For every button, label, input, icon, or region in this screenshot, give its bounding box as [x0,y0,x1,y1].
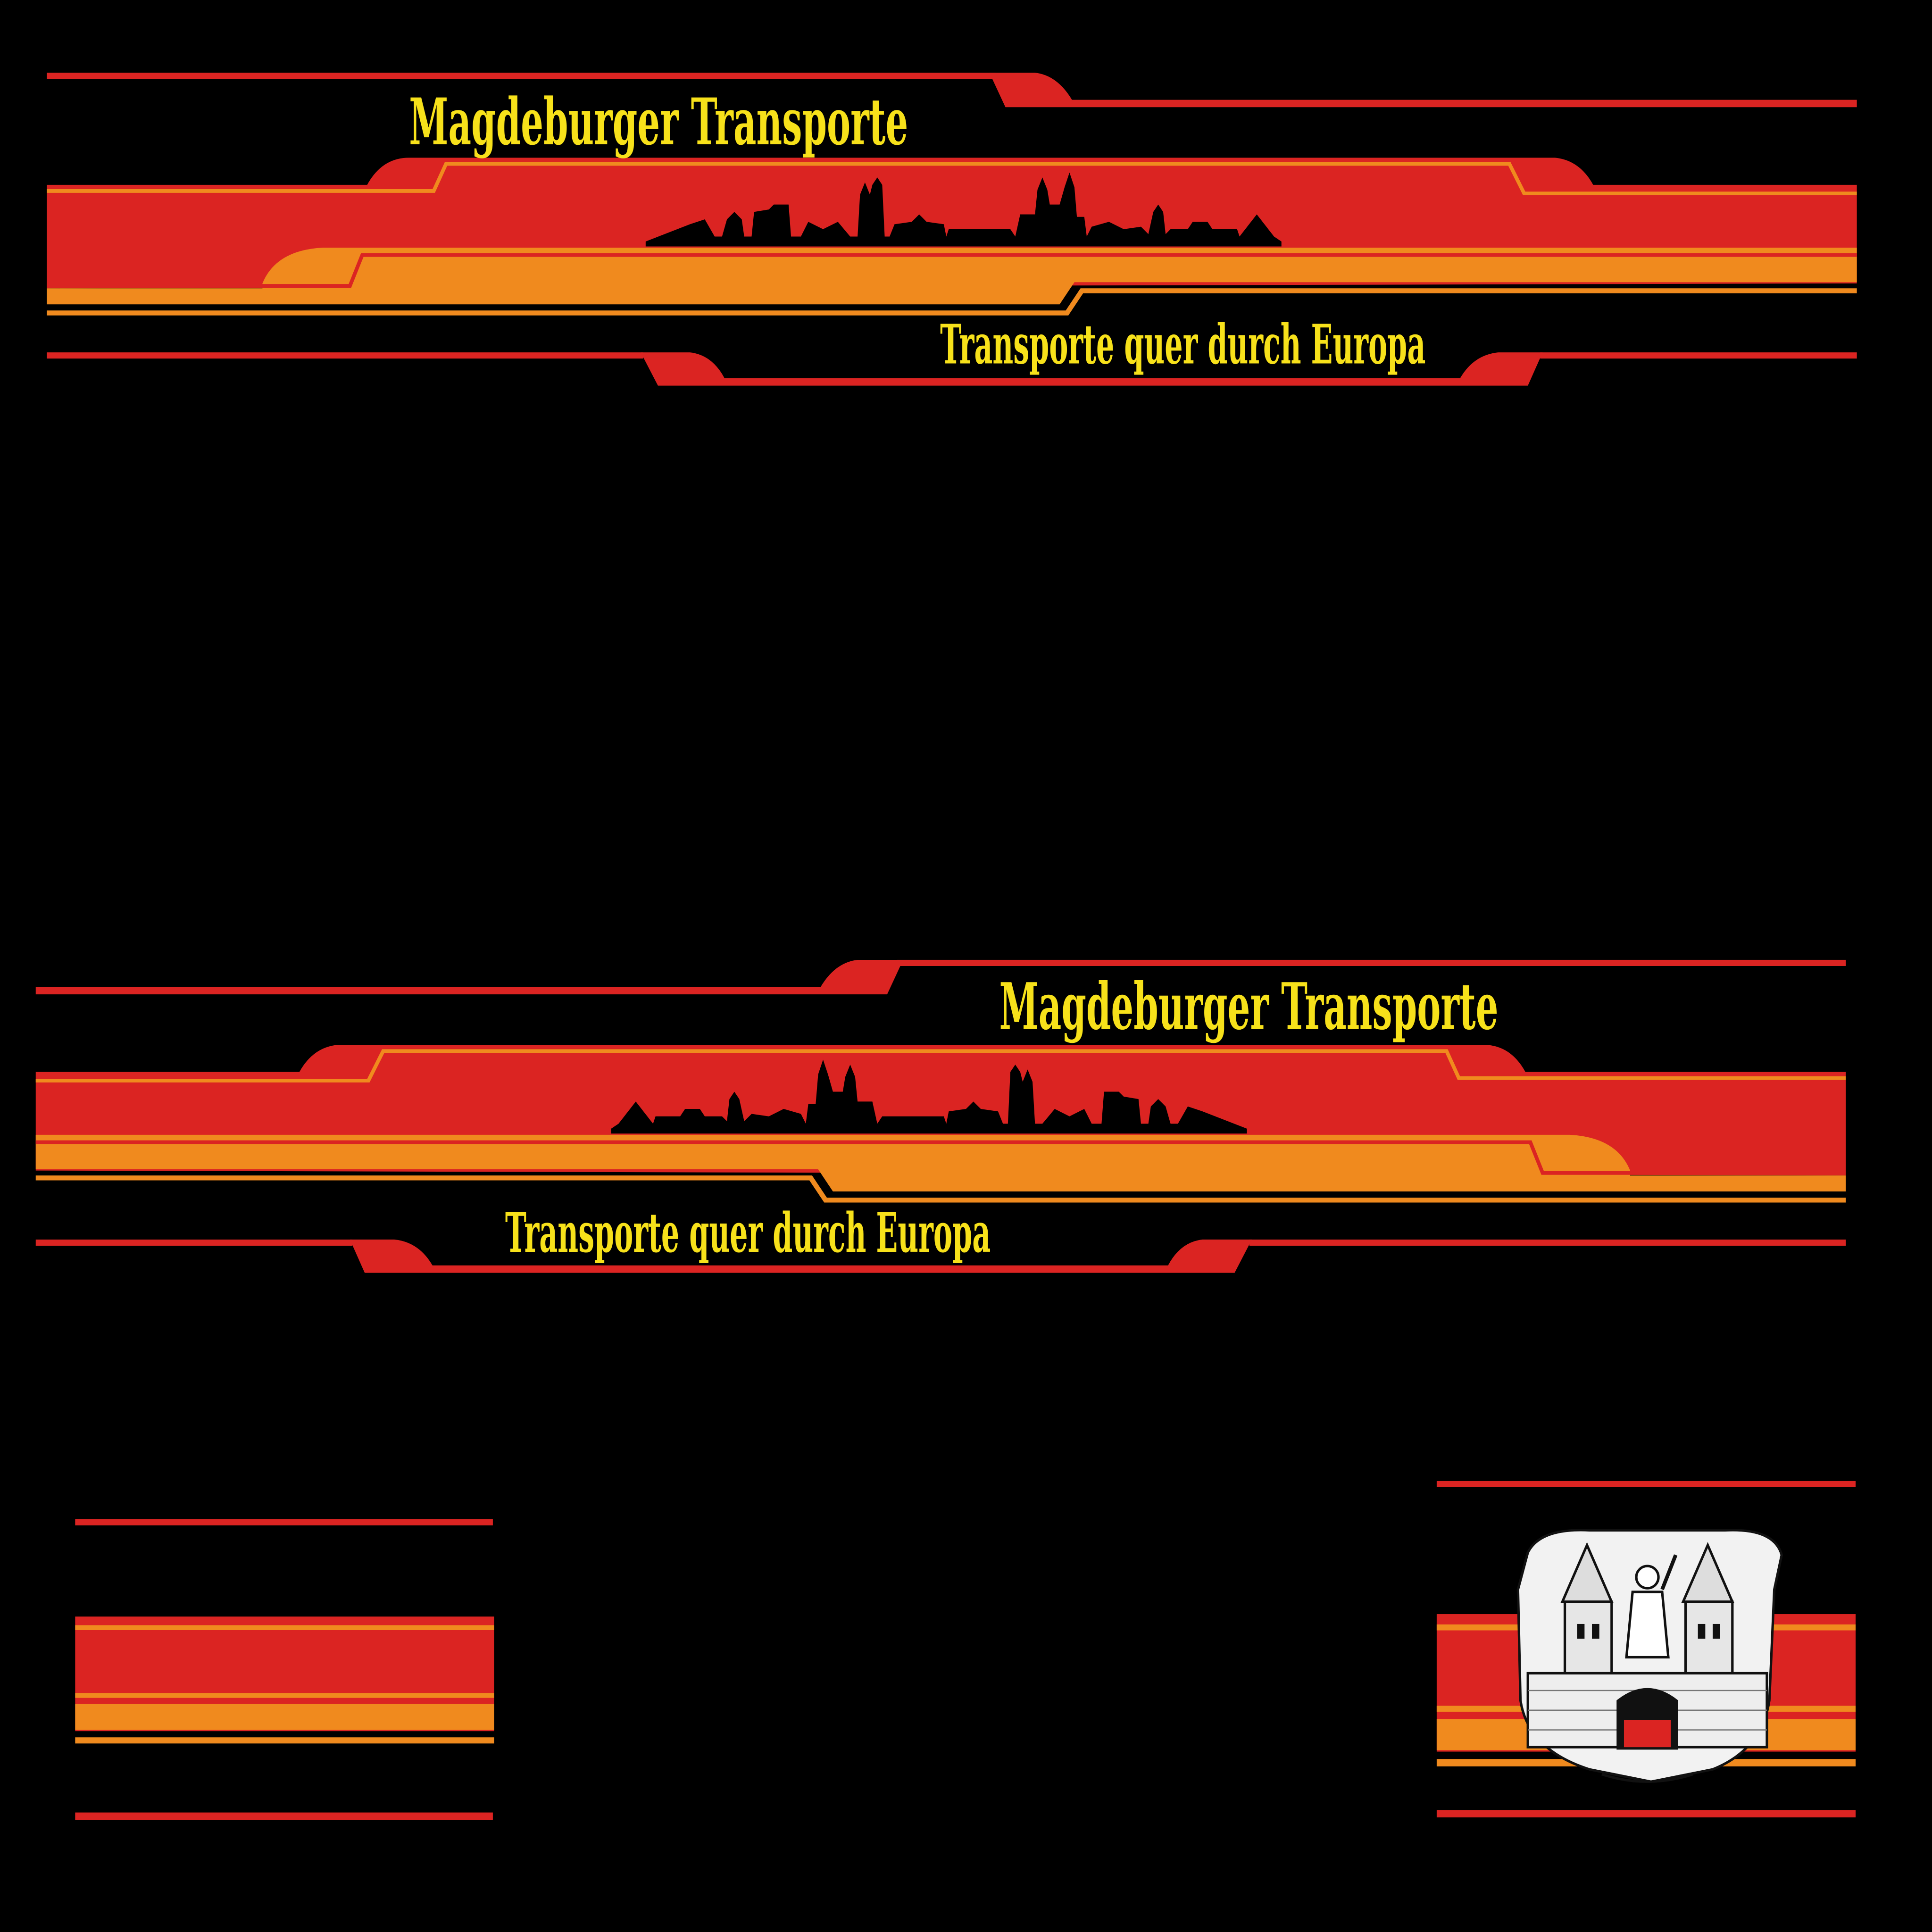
banner-bottom: Magdeburger Transporte Transporte quer d… [36,960,1846,1273]
banner-top-subtitle: Transporte quer durch Europa [940,313,1425,377]
stripe-block-right [1436,1481,1856,1818]
coat-of-arms-icon [1516,1529,1783,1783]
banner-bottom-title: Magdeburger Transporte [999,969,1499,1044]
banner-top: Magdeburger Transporte Transporte quer d… [47,73,1857,386]
banner-top-title: Magdeburger Transporte [409,84,908,160]
banner-bottom-subtitle: Transporte quer durch Europa [505,1201,991,1265]
stripe-block-left [75,1519,494,1820]
